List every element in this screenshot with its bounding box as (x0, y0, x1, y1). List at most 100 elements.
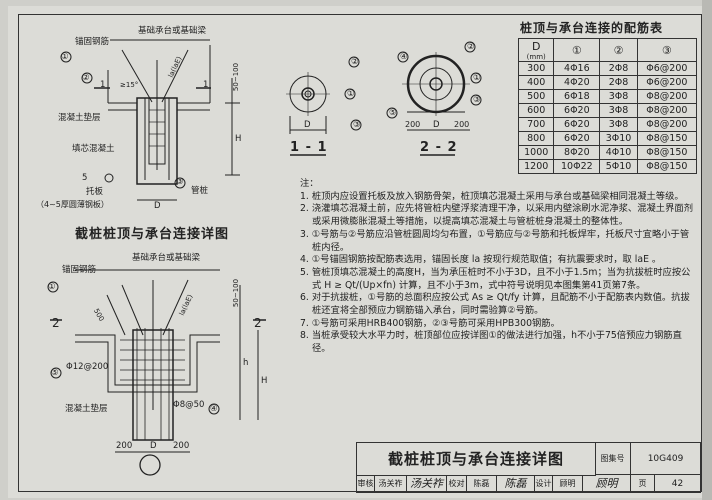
table-cell: 5Φ10 (599, 159, 638, 174)
detail1-label-cap: 基础承台或基础梁 (132, 253, 201, 263)
label-pile: 管桩 (191, 186, 209, 196)
detail1-label-section-2-left: 2 (52, 316, 60, 330)
page-number: 42 (655, 475, 701, 493)
reviewer-signature: 汤关祚 (407, 475, 447, 493)
table-cell: Φ6@200 (636, 61, 698, 76)
s22-label-n1: ① (473, 73, 481, 83)
reviewer-name: 汤关祚 (375, 475, 407, 493)
table-cell: Φ8@200 (636, 89, 698, 104)
table-cell: 400 (517, 75, 555, 90)
note-item: 4. ①号锚固钢筋按配筋表选用，锚固长度 la 按现行规范取值；有抗震要求时，取… (300, 254, 662, 266)
title-block-title: 截桩桩顶与承台连接详图 (357, 443, 596, 476)
label-50-100: 50~100 (232, 62, 241, 92)
s22-label-n2: ② (467, 42, 475, 52)
col-header-d-unit: (mm) (526, 52, 546, 61)
detail-1-drawing (47, 269, 266, 476)
table-cell: Φ8@200 (636, 117, 698, 132)
table-cell: 1000 (517, 145, 555, 160)
s11-label-n1: ① (347, 89, 355, 99)
table-cell: 6Φ20 (553, 117, 601, 132)
checker-signature: 陈磊 (497, 475, 535, 493)
s11-label-D: D (304, 120, 311, 130)
table-cell: 6Φ18 (553, 89, 601, 104)
table-cell: Φ8@150 (636, 159, 698, 174)
table-cell: 800 (517, 131, 555, 146)
label-D: D (154, 201, 161, 211)
note-item: 1. 桩顶内应设置托板及放入钢筋骨架，桩顶填芯混凝土采用与承台或基础梁相同混凝土… (300, 190, 684, 202)
note-item: 6. 对于抗拔桩，①号筋的总面积应按公式 As ≥ Qt/fy 计算，且配筋不小… (300, 292, 690, 317)
detail1-label-50-100: 50~100 (232, 278, 241, 308)
detail1-label-num4: ④ (210, 404, 218, 414)
s11-label-n3: ③ (353, 120, 361, 130)
table-cell: 4Φ10 (599, 145, 638, 160)
detail1-label-H: H (261, 376, 268, 386)
label-angle: ≥15° (120, 81, 139, 89)
section-1-1-caption: 1 - 1 (290, 140, 328, 155)
col-header-1: ① (553, 38, 601, 62)
top-detail-caption: 截桩桩顶与承台连接详图 (75, 227, 230, 242)
detail1-label-cushion: 混凝土垫层 (65, 404, 108, 414)
table-cell: 3Φ8 (599, 117, 638, 132)
title-block: 截桩桩顶与承台连接详图 图集号 10G409 审核 汤关祚 汤关祚 校对 陈磊 … (356, 442, 701, 493)
detail1-label-num1: ① (48, 282, 56, 292)
book-spine (702, 0, 712, 500)
atlas-label: 图集号 (595, 443, 631, 475)
col-header-d: D(mm) (517, 38, 555, 62)
s22-label-n4: ④ (400, 52, 408, 62)
designer-signature: 顾明 (583, 475, 631, 493)
s22-label-200a: 200 (405, 120, 421, 129)
notes: 注： 1. 桩顶内应设置托板及放入钢筋骨架，桩顶填芯混凝土采用与承台或基础梁相同… (300, 178, 695, 356)
table-cell: 4Φ20 (553, 75, 601, 90)
table-cell: 4Φ16 (553, 61, 601, 76)
table-cell: Φ8@200 (636, 103, 698, 118)
table-cell: Φ6@200 (636, 75, 698, 90)
detail1-label-h: h (243, 358, 249, 368)
check-label: 校对 (447, 475, 467, 493)
s22-label-200b: 200 (454, 120, 470, 129)
s22-label-D: D (433, 120, 440, 130)
table-cell: 10Φ22 (553, 159, 601, 174)
detail1-label-bar4: Φ8@50 (173, 400, 205, 410)
design-label: 设计 (535, 475, 553, 493)
page-label: 页 (631, 475, 655, 493)
s22-label-n3: ③ (473, 95, 481, 105)
table-cell: 2Φ8 (599, 75, 638, 90)
notes-heading: 注： (300, 178, 319, 189)
detail1-label-D: D (150, 441, 157, 451)
col-header-2: ② (599, 38, 638, 62)
table-cell: 700 (517, 117, 555, 132)
label-num2: ② (82, 73, 90, 83)
label-anchor: 锚固钢筋 (75, 37, 110, 47)
label-weld: 5 (82, 173, 88, 183)
table-cell: 3Φ8 (599, 103, 638, 118)
table-cell: 3Φ10 (599, 131, 638, 146)
notes-list: 1. 桩顶内应设置托板及放入钢筋骨架，桩顶填芯混凝土采用与承台或基础梁相同混凝土… (300, 191, 695, 356)
rebar-table-title: 桩顶与承台连接的配筋表 (520, 21, 664, 35)
table-cell: 2Φ8 (599, 61, 638, 76)
label-section-1-right: 1 (203, 80, 209, 90)
drawing-frame (18, 14, 702, 492)
detail1-label-bar5: Φ12@200 (66, 362, 109, 372)
note-item: 3. ①号筋与②号筋应沿管桩圆周均匀布置，①号筋应与②号筋和托板焊牢，托板尺寸宜… (300, 228, 690, 253)
label-cushion: 混凝土垫层 (58, 113, 101, 123)
s11-label-n2: ② (351, 57, 359, 67)
table-cell: Φ8@150 (636, 131, 698, 146)
table-cell: 500 (517, 89, 555, 104)
atlas-number: 10G409 (631, 443, 701, 475)
note-item: 7. ①号筋可采用HRB400钢筋，②③号筋可采用HPB300钢筋。 (300, 317, 560, 329)
designer-name: 顾明 (553, 475, 583, 493)
table-cell: 600 (517, 103, 555, 118)
section-1-1-drawing (286, 56, 362, 156)
table-cell: Φ8@150 (636, 145, 698, 160)
note-item: 8. 当桩承受较大水平力时，桩顶部位应按详图①的做法进行加强，h不小于75倍预应… (300, 330, 682, 355)
table-cell: 3Φ8 (599, 89, 638, 104)
